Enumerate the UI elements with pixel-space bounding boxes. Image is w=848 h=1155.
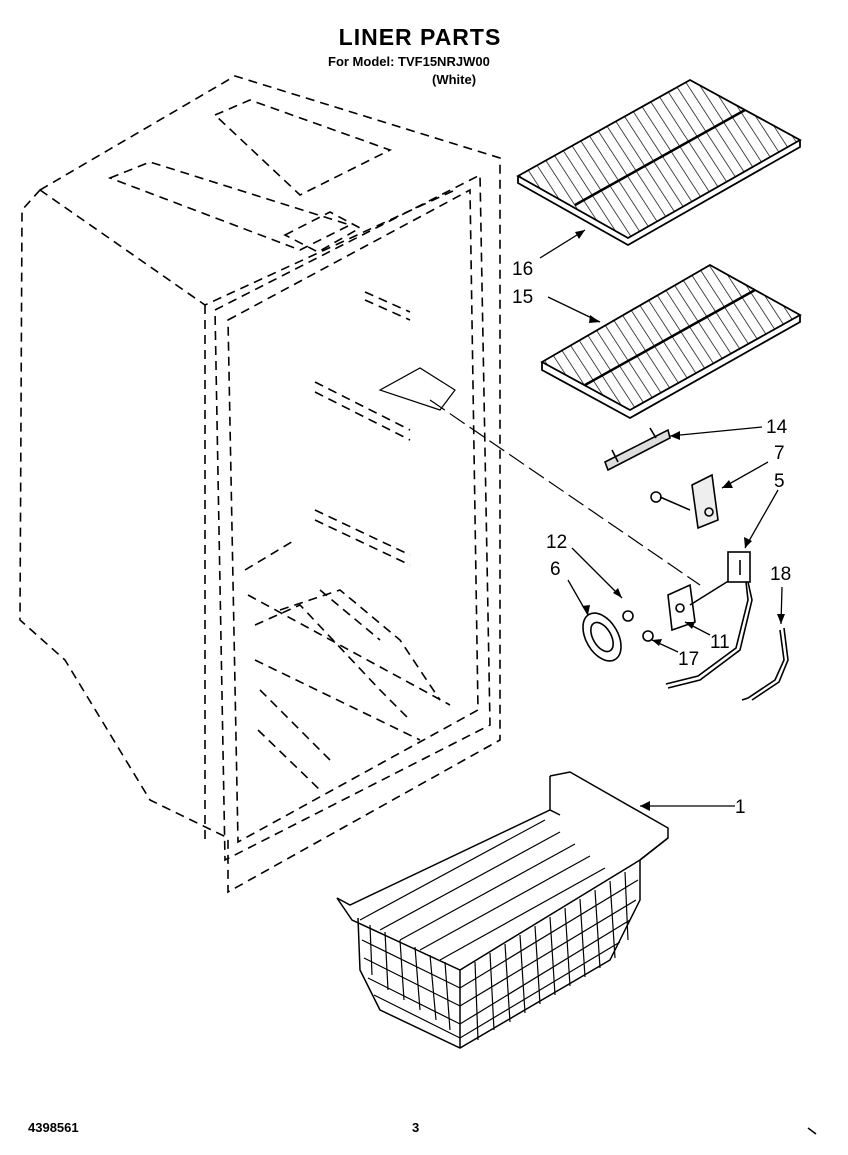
callout-7: 7 xyxy=(774,443,785,464)
page-title: LINER PARTS xyxy=(338,24,502,50)
callout-11: 11 xyxy=(710,632,730,653)
doc-number: 4398561 xyxy=(28,1120,79,1135)
corner-mark xyxy=(807,1127,817,1135)
model-line: For Model: TVF15NRJW00 xyxy=(328,54,490,69)
callout-16: 16 xyxy=(512,259,533,280)
freezer-basket-1 xyxy=(336,771,669,1049)
callout-14: 14 xyxy=(766,417,788,438)
thermostat-lead-line xyxy=(429,399,701,586)
callout-12: 12 xyxy=(546,532,567,553)
bracket-5 xyxy=(691,473,719,530)
callout-6: 6 xyxy=(550,559,561,580)
wire-shelf-16 xyxy=(516,78,802,247)
thermostat-mount xyxy=(378,367,456,411)
thermostat-assembly xyxy=(582,551,789,701)
wire-shelf-15 xyxy=(540,263,802,420)
screw-7 xyxy=(650,491,691,511)
color-line: (White) xyxy=(432,72,477,87)
leader-arrowheads xyxy=(575,230,785,811)
page-number: 3 xyxy=(412,1120,420,1135)
callout-1: 1 xyxy=(735,797,746,818)
shelf-support-14 xyxy=(603,427,671,472)
callout-5: 5 xyxy=(774,471,785,492)
callout-17: 17 xyxy=(678,649,699,670)
cabinet-liner xyxy=(19,75,501,894)
callout-18: 18 xyxy=(770,564,791,585)
callout-15: 15 xyxy=(512,287,533,308)
